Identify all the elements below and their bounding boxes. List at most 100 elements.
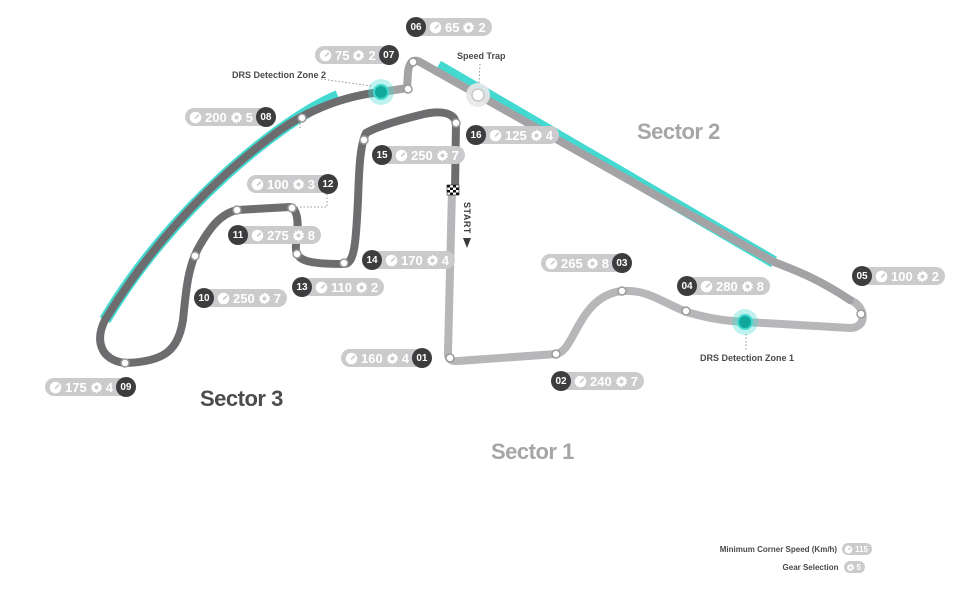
speedometer-icon [251, 229, 264, 242]
gear-icon [355, 281, 368, 294]
gear-icon [741, 280, 754, 293]
corner-stats: 65 2 [415, 18, 492, 36]
corner-marker-07 [403, 84, 413, 94]
corner-marker-06 [408, 57, 418, 67]
gear-icon [615, 375, 628, 388]
sector-1-label: Sector 1 [491, 439, 574, 464]
corner-pill-16: 16 125 4 [466, 125, 559, 145]
speedometer-icon [429, 21, 442, 34]
corner-marker-04 [681, 306, 691, 316]
corner-min-speed: 265 [561, 255, 583, 271]
corner-gear: 7 [451, 147, 459, 163]
corner-stats: 280 8 [686, 277, 770, 295]
speedometer-icon [385, 254, 398, 267]
corner-min-speed: 65 [445, 19, 460, 35]
corner-pill-04: 04 280 8 [677, 276, 770, 296]
corner-number: 07 [378, 45, 399, 65]
corner-number: 16 [466, 125, 486, 145]
corner-marker-09 [120, 358, 130, 368]
drs-detection-zone-1-label: DRS Detection Zone 1 [700, 353, 794, 363]
gear-icon [90, 381, 103, 394]
gear-icon [530, 129, 543, 142]
gear-icon [386, 352, 399, 365]
gear-icon [292, 178, 305, 191]
corner-gear: 7 [273, 290, 281, 306]
corner-number: 13 [292, 277, 312, 297]
corner-marker-16 [451, 118, 461, 128]
corner-number: 04 [677, 276, 697, 296]
legend-gear-example: 5 [856, 562, 861, 572]
sector-3-label: Sector 3 [200, 386, 283, 411]
speed-trap-label: Speed Trap [457, 51, 506, 61]
corner-min-speed: 100 [267, 176, 289, 192]
legend-gear-label: Gear Selection [782, 562, 839, 572]
speedometer-icon [315, 281, 328, 294]
speed-trap-marker [466, 83, 490, 107]
corner-gear: 4 [545, 127, 553, 143]
drs-detection-point-2 [368, 79, 394, 105]
legend-gear: Gear Selection 5 [783, 561, 865, 573]
corner-number: 05 [852, 266, 872, 286]
gear-icon [916, 270, 929, 283]
speedometer-icon [844, 545, 853, 553]
gear-icon [292, 229, 305, 242]
corner-marker-11 [232, 205, 242, 215]
corner-gear: 2 [478, 19, 486, 35]
corner-number: 01 [411, 348, 432, 368]
legend-min-speed: Minimum Corner Speed (Km/h) 115 [720, 543, 872, 555]
corner-number: 03 [611, 253, 632, 273]
corner-gear: 8 [756, 278, 764, 294]
speedometer-icon [49, 381, 62, 394]
corner-gear: 5 [245, 109, 253, 125]
corner-number: 12 [317, 174, 338, 194]
legend-gear-chip: 5 [843, 561, 865, 573]
speedometer-icon [345, 352, 358, 365]
corner-min-speed: 110 [331, 279, 352, 295]
track-sector-2 [378, 56, 854, 304]
speedometer-icon [875, 270, 888, 283]
corner-min-speed: 280 [716, 278, 738, 294]
corner-stats: 125 4 [475, 126, 559, 144]
corner-number: 08 [255, 107, 276, 127]
drs-detection-point-1 [732, 309, 758, 335]
corner-min-speed: 170 [401, 252, 423, 268]
corner-min-speed: 240 [590, 373, 612, 389]
corner-min-speed: 200 [205, 109, 227, 125]
corner-min-speed: 125 [505, 127, 527, 143]
corner-marker-02 [551, 349, 561, 359]
gear-icon [230, 111, 243, 124]
legend-speed-chip: 115 [842, 543, 872, 555]
legend-min-speed-label: Minimum Corner Speed (Km/h) [719, 544, 838, 554]
corner-min-speed: 175 [65, 379, 87, 395]
speedometer-icon [545, 257, 558, 270]
corner-marker-13 [292, 249, 302, 259]
speedometer-icon [217, 292, 230, 305]
gear-icon [436, 149, 449, 162]
corner-min-speed: 250 [233, 290, 255, 306]
start-flag-icon [446, 184, 460, 196]
speedometer-icon [700, 280, 713, 293]
corner-marker-08 [297, 113, 307, 123]
corner-number: 14 [362, 250, 382, 270]
gear-icon [586, 257, 599, 270]
speedometer-icon [319, 49, 332, 62]
corner-number: 02 [551, 371, 571, 391]
